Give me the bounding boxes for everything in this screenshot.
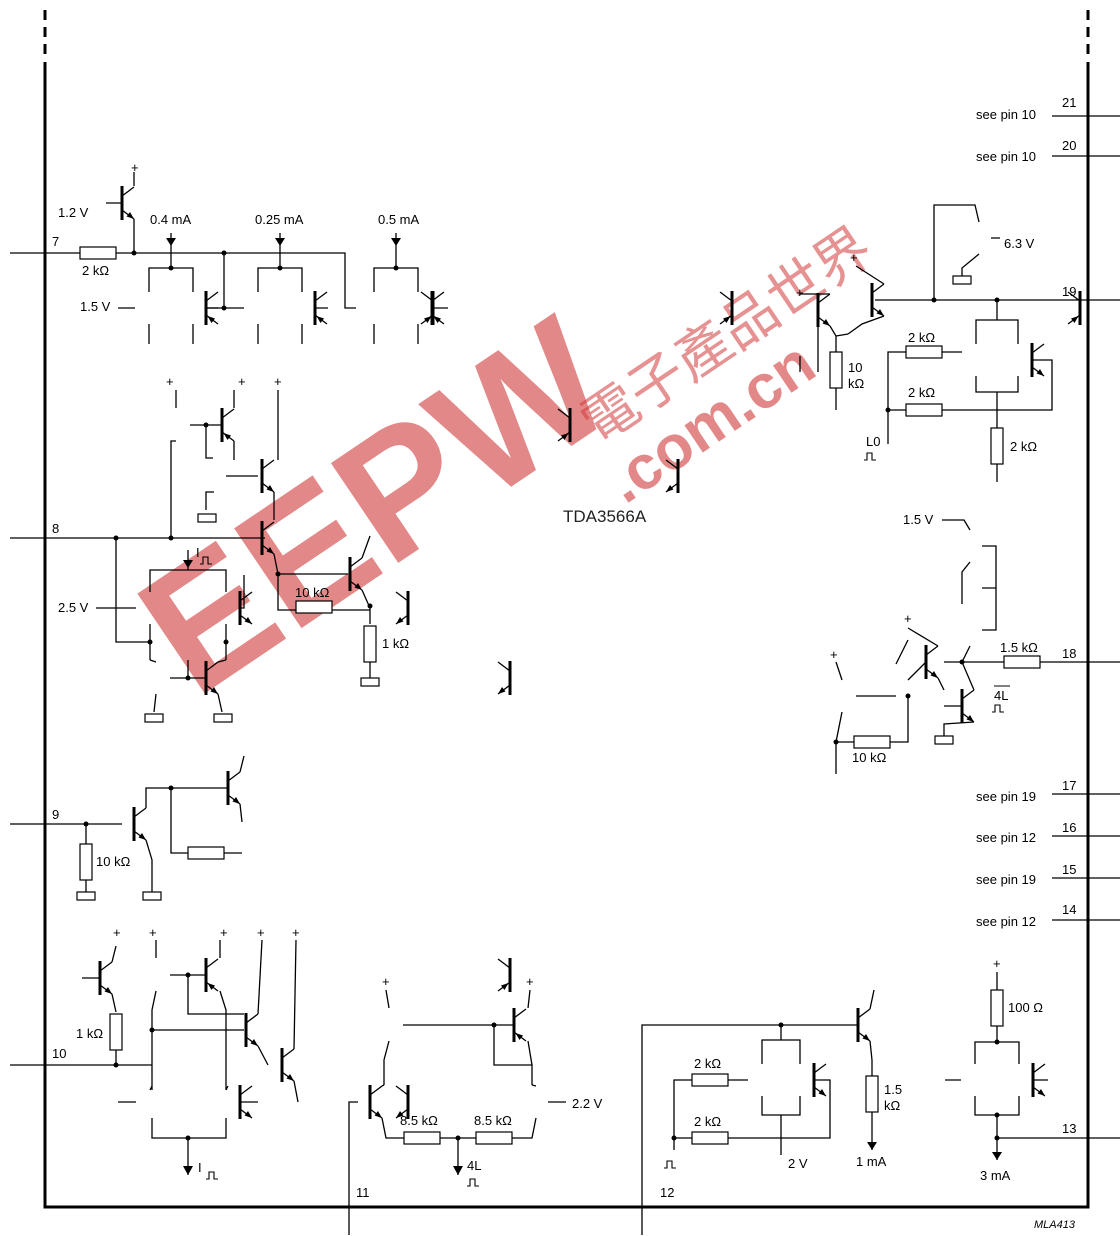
see-pin-notes (1052, 115, 1120, 921)
pin-17-note: see pin 19 (976, 789, 1036, 804)
pin-18-number: 18 (1062, 646, 1076, 661)
voltage-2.5v-label: 2.5 V (58, 600, 89, 615)
resistor-10k-label: 10 kΩ (852, 750, 887, 765)
resistor-1.5k-value: 1.5 (884, 1082, 902, 1097)
supply-plus-label: + (149, 925, 157, 940)
pin-9-number: 9 (52, 807, 59, 822)
resistor-2k-label: 2 kΩ (694, 1056, 721, 1071)
pin-10-circuit (10, 939, 512, 1180)
resistor-1.5k-label: 1.5 kΩ (1000, 640, 1038, 655)
signal-4l-label: 4L (467, 1158, 481, 1173)
supply-plus-label: + (850, 250, 858, 265)
supply-plus-label: + (220, 925, 228, 940)
pin-20-note: see pin 10 (976, 149, 1036, 164)
current-0.5ma-label: 0.5 mA (378, 212, 420, 227)
pin-16-note: see pin 12 (976, 830, 1036, 845)
supply-plus-label: + (274, 374, 282, 389)
pin-19-circuit (799, 204, 1120, 482)
pin-8-number: 8 (52, 521, 59, 536)
voltage-1.5v-label: 1.5 V (903, 512, 934, 527)
pin-10-number: 10 (52, 1046, 66, 1061)
current-1ma-label: 1 mA (856, 1154, 887, 1169)
supply-plus-label: + (526, 974, 534, 989)
supply-plus-label: + (292, 925, 300, 940)
pin-9-circuit (10, 755, 245, 901)
voltage-2.2v-label: 2.2 V (572, 1096, 603, 1111)
pin-11-circuit (348, 989, 566, 1235)
current-0.25ma-label: 0.25 mA (255, 212, 304, 227)
pin-12-circuit (641, 989, 879, 1235)
voltage-1.5v-label: 1.5 V (80, 299, 111, 314)
voltage-2v-label: 2 V (788, 1156, 808, 1171)
signal-l0-label: L0 (866, 434, 880, 449)
pin-19-number: 19 (1062, 284, 1076, 299)
pin-21-number: 21 (1062, 95, 1076, 110)
resistor-100ohm-label: 100 Ω (1008, 1000, 1043, 1015)
ic-boundary (43, 10, 1090, 1209)
signal-4l-bar-label: 4L (994, 688, 1008, 703)
supply-plus-label: + (166, 374, 174, 389)
voltage-1.2v-label: 1.2 V (58, 205, 89, 220)
supply-plus-label: + (238, 374, 246, 389)
pin-16-number: 16 (1062, 820, 1076, 835)
current-0.4ma-label: 0.4 mA (150, 212, 192, 227)
pin-15-note: see pin 19 (976, 872, 1036, 887)
pin-14-number: 14 (1062, 902, 1076, 917)
resistor-1.5k-unit: kΩ (884, 1098, 901, 1113)
current-pulse-label: I (198, 1160, 202, 1175)
pin-12-number: 12 (660, 1185, 674, 1200)
pin-15-number: 15 (1062, 862, 1076, 877)
supply-plus-label: + (382, 974, 390, 989)
resistor-2k-label: 2 kΩ (82, 263, 109, 278)
resistor-2k-label: 2 kΩ (908, 330, 935, 345)
pin-14-note: see pin 12 (976, 914, 1036, 929)
resistor-1k-label: 1 kΩ (382, 636, 409, 651)
pin-13-number: 13 (1062, 1121, 1076, 1136)
resistor-10k-label: 10 kΩ (295, 585, 330, 600)
resistor-8.5k-label: 8.5 kΩ (400, 1113, 438, 1128)
supply-plus-label: + (131, 160, 139, 175)
supply-plus-label: + (904, 611, 912, 626)
chip-name: TDA3566A (563, 507, 647, 526)
supply-plus-label: + (993, 956, 1001, 971)
voltage-6.3v-label: 6.3 V (1004, 236, 1035, 251)
resistor-1k-label: 1 kΩ (76, 1026, 103, 1041)
pin-18-circuit (833, 519, 1120, 774)
figure-code: MLA413 (1034, 1219, 1076, 1231)
pin-20-number: 20 (1062, 138, 1076, 153)
resistor-2k-label: 2 kΩ (908, 385, 935, 400)
pin-13-circuit (945, 972, 1120, 1160)
pin-8-circuit (10, 390, 680, 723)
supply-plus-label: + (830, 647, 838, 662)
pin-17-number: 17 (1062, 778, 1076, 793)
pin-11-number: 11 (356, 1185, 370, 1200)
resistor-10k-value: 10 (848, 360, 862, 375)
resistor-2k-label: 2 kΩ (1010, 439, 1037, 454)
current-3ma-label: 3 mA (980, 1168, 1011, 1183)
resistor-2k-label: 2 kΩ (694, 1114, 721, 1129)
pin-7-number: 7 (52, 234, 59, 249)
current-pulse-label: I (196, 545, 200, 560)
resistor-8.5k-label: 8.5 kΩ (474, 1113, 512, 1128)
resistor-10k-label: 10 kΩ (96, 854, 131, 869)
supply-plus-label: + (113, 925, 121, 940)
pin-7-circuit (10, 172, 1082, 344)
resistor-10k-unit: kΩ (848, 376, 865, 391)
supply-plus-label: + (257, 925, 265, 940)
supply-plus-label: + (796, 285, 804, 300)
pin-21-note: see pin 10 (976, 107, 1036, 122)
